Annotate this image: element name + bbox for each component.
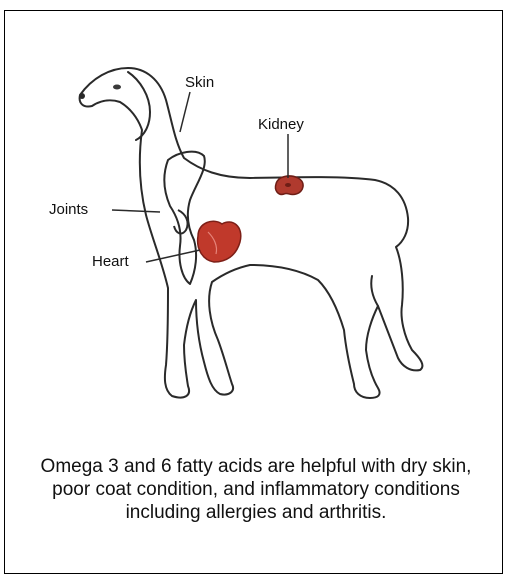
label-skin: Skin bbox=[185, 74, 214, 91]
label-kidney: Kidney bbox=[258, 116, 304, 133]
skin-leader bbox=[180, 92, 190, 132]
label-joints: Joints bbox=[49, 201, 88, 218]
caption-text: Omega 3 and 6 fatty acids are helpful wi… bbox=[20, 455, 492, 524]
dog-eye bbox=[113, 85, 121, 90]
dog-nose bbox=[79, 93, 85, 99]
label-heart: Heart bbox=[92, 253, 129, 270]
dog-outline bbox=[80, 68, 423, 398]
